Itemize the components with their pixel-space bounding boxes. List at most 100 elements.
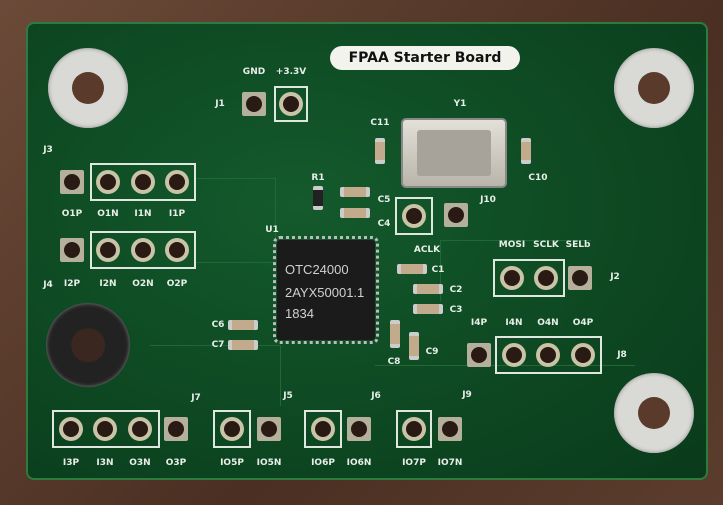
header-pin [534,266,558,290]
header-pin [467,343,491,367]
pin-label: O2N [132,279,154,289]
crystal [401,118,507,188]
silk-label: C3 [449,305,463,315]
pin-label: O2P [166,279,188,289]
header-pin [165,170,189,194]
pin-label: +3.3V [275,67,307,77]
header-pin [502,343,526,367]
silk-label: R1 [311,173,325,183]
board-title: FPAA Starter Board [330,46,520,70]
silk-label: J10 [480,195,496,205]
silk-label: C8 [387,357,401,367]
pin-label: I4P [470,318,488,328]
silk-label: J6 [371,391,381,401]
chip-text: OTC24000 [285,262,349,277]
silk-outline [493,259,565,297]
silk-outline [495,336,602,374]
capacitor [340,187,370,197]
mounting-hole [614,48,694,128]
pin-label: IO6N [346,458,372,468]
trace [195,262,275,293]
silk-label: C2 [449,285,463,295]
header-pin [571,343,595,367]
pin-label: O3P [165,458,187,468]
silk-label: C6 [211,320,225,330]
silk-outline [304,410,342,448]
silk-label: C4 [377,219,391,229]
pin-label: SELb [565,240,591,250]
mounting-hole [48,48,128,128]
capacitor [340,208,370,218]
pin-label: O1N [97,209,119,219]
silk-outline [274,86,308,122]
silk-label: Y1 [453,99,467,109]
header-pin [500,266,524,290]
silk-outline [213,410,251,448]
pin-label: I2N [99,279,117,289]
silk-label: J1 [215,99,225,109]
capacitor [521,138,531,164]
header-pin [131,238,155,262]
header-pin [131,170,155,194]
header-pin [165,238,189,262]
pin-label: I4N [505,318,523,328]
header-pin [402,204,426,228]
silk-label: ACLK [413,245,441,255]
pin-label: IO5P [220,458,244,468]
pin-label: I2P [63,279,81,289]
silk-label: J7 [191,393,201,403]
silk-label: J4 [43,280,53,290]
silk-label: C11 [370,118,390,128]
pin-label: I1P [168,209,186,219]
pin-label: O1P [61,209,83,219]
header-pin [444,203,468,227]
silk-label: C9 [425,347,439,357]
header-pin [402,417,426,441]
header-pin [93,417,117,441]
header-pin [568,266,592,290]
header-pin [242,92,266,116]
pin-label: I3P [62,458,80,468]
silk-outline [90,163,196,201]
capacitor [413,304,443,314]
trace [150,345,281,406]
header-pin [60,238,84,262]
header-pin [96,170,120,194]
capacitor [375,138,385,164]
header-pin [279,92,303,116]
header-pin [311,417,335,441]
pin-label: IO7P [402,458,426,468]
pin-label: IO7N [437,458,463,468]
pin-label: IO5N [256,458,282,468]
header-pin [60,170,84,194]
trace [195,178,276,249]
silk-outline [52,410,160,448]
pin-label: MOSI [498,240,526,250]
header-pin [257,417,281,441]
header-pin [96,238,120,262]
pin-label: SCLK [533,240,559,250]
capacitor [228,340,258,350]
trace [440,240,591,301]
pin-label: O4N [537,318,559,328]
header-pin [438,417,462,441]
silk-outline [396,410,432,448]
capacitor [413,284,443,294]
chip-text: 2AYX50001.1 [285,285,365,300]
silk-label: C10 [528,173,548,183]
header-pin [220,417,244,441]
capacitor [228,320,258,330]
chip-text: 1834 [285,306,314,321]
header-pin [164,417,188,441]
header-pin [347,417,371,441]
silk-label: C1 [431,265,445,275]
silk-label: J3 [43,145,53,155]
pin-label: I3N [96,458,114,468]
header-pin [128,417,152,441]
capacitor [390,320,400,348]
silk-label: J8 [617,350,627,360]
resistor [313,186,323,210]
capacitor [397,264,427,274]
silk-label: U1 [265,225,279,235]
fpaa-chip: OTC24000 2AYX50001.1 1834 [273,236,379,344]
